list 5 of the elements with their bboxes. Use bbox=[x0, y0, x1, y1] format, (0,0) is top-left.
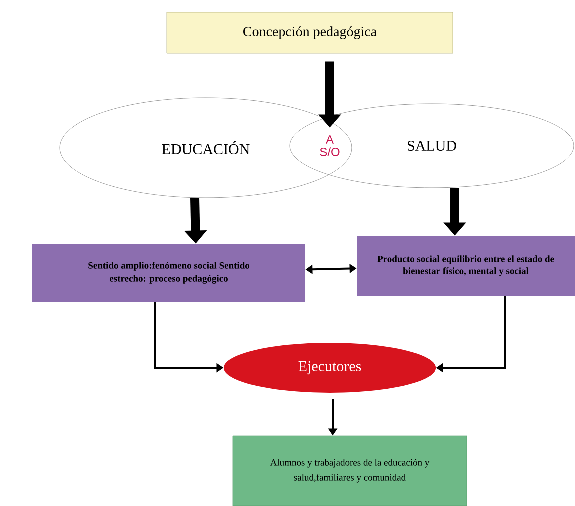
result-box: Alumnos y trabajadores de la educación y salud,familiares y comunidad bbox=[232, 436, 468, 506]
process-box: Producto social equilibrio entre el estado de bienestar físico, mental y social bbox=[357, 236, 575, 296]
overlap-label: A S/O bbox=[320, 136, 340, 156]
title-box: Concepción pedagógica bbox=[166, 12, 454, 54]
process-box: Sentido amplio:fenómeno social Sentido estrecho: proceso pedagógico bbox=[32, 244, 306, 302]
